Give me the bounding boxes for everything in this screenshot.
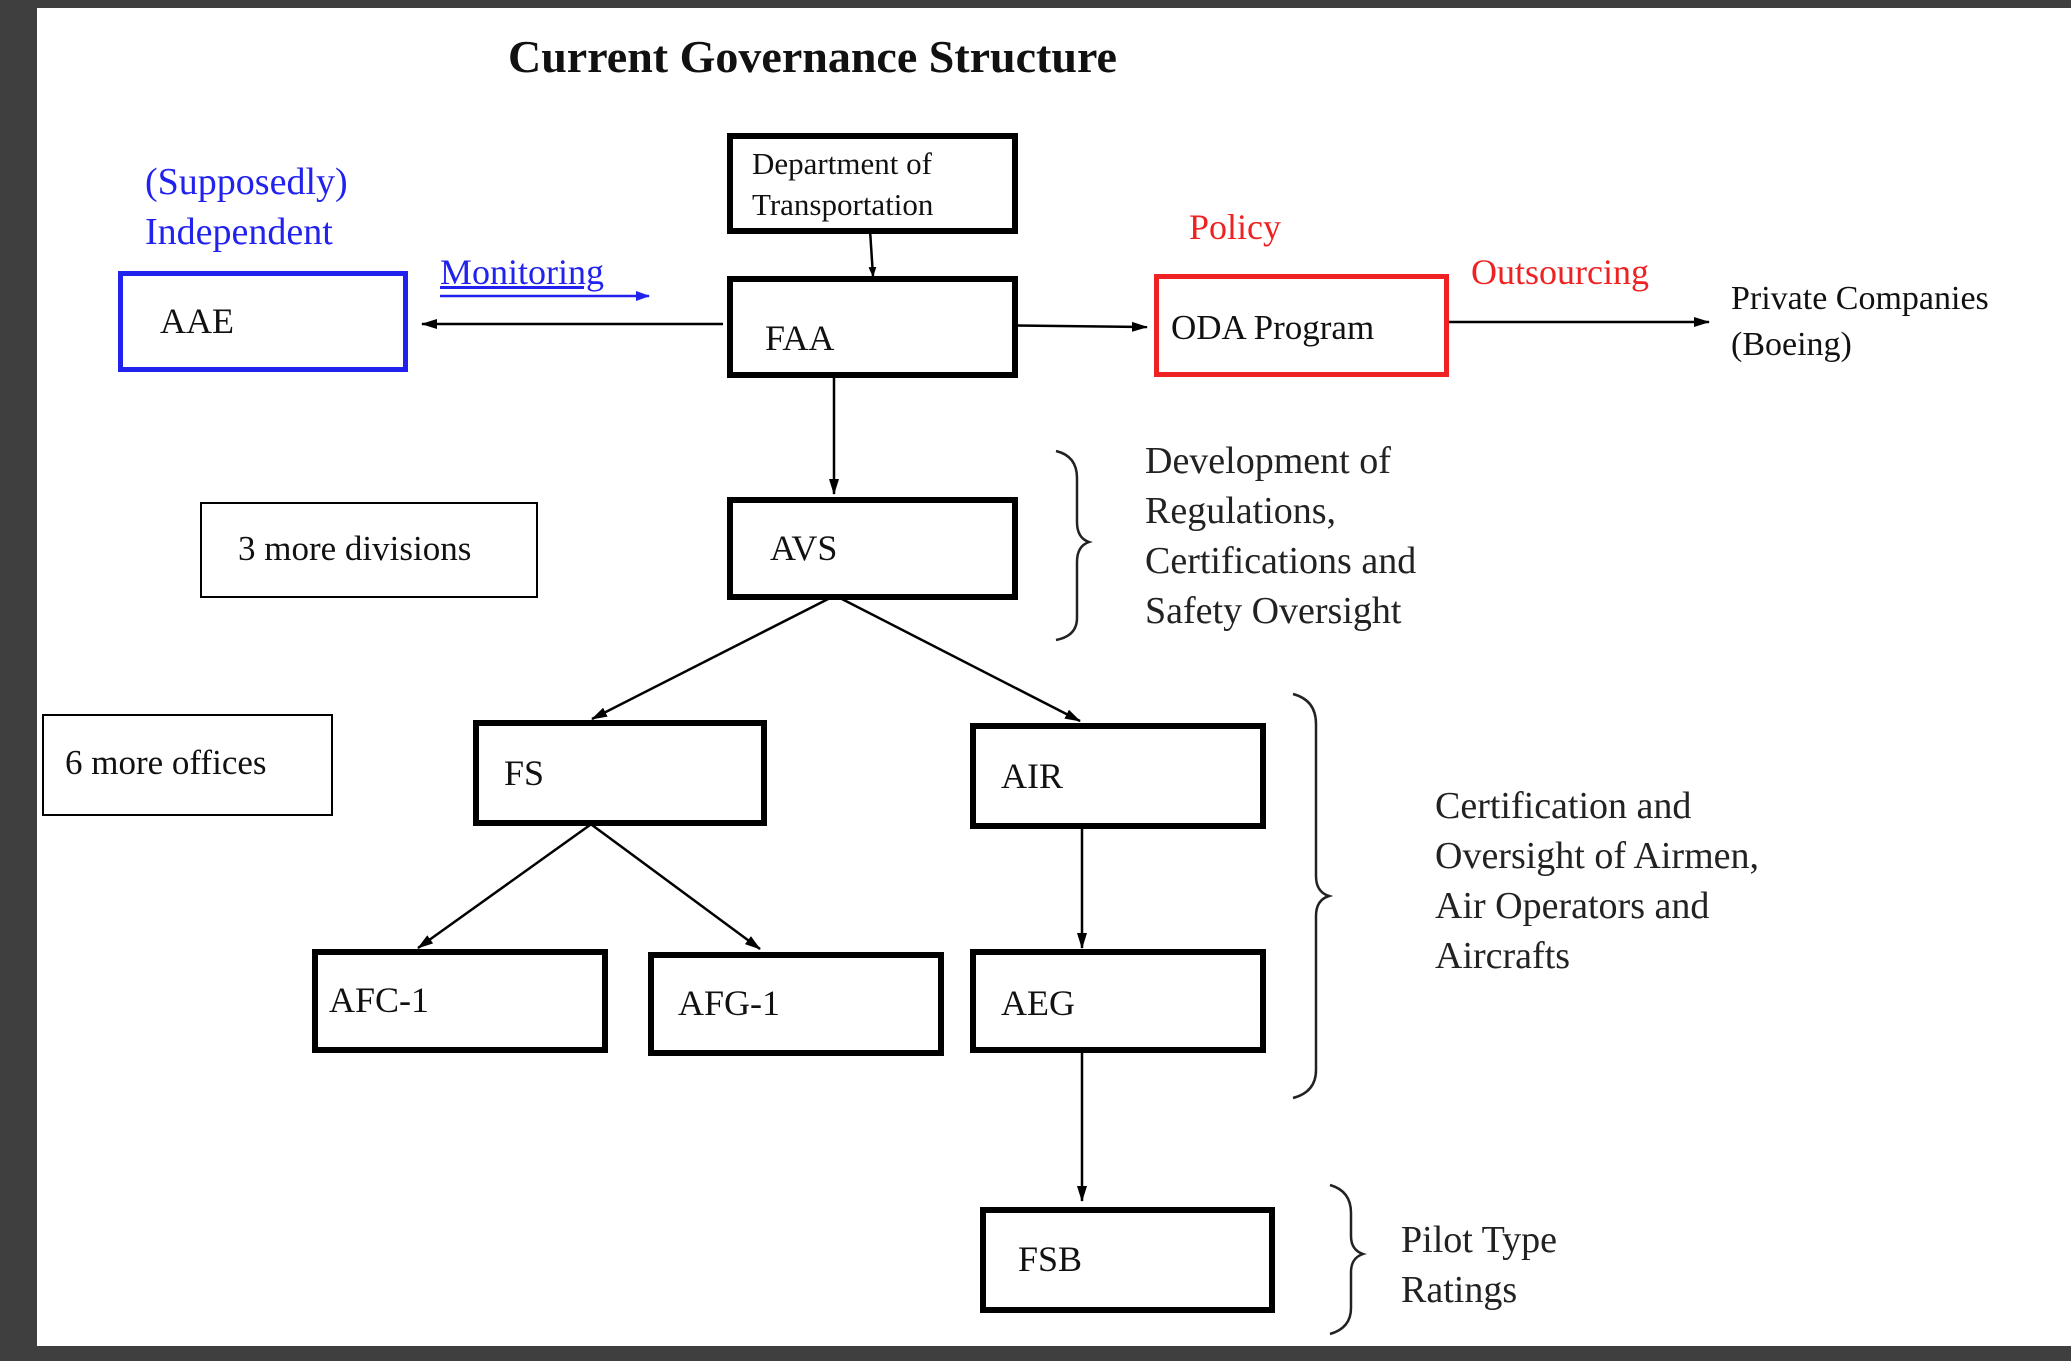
node-label: AVS [770,528,838,568]
diagram-title: Current Governance Structure [508,31,1117,82]
edge-dot-faa [868,229,877,277]
outsourcing-label: Outsourcing [1471,252,1649,292]
node-fs: FS [473,720,767,826]
monitoring-label: Monitoring [440,252,605,292]
policy-label: Policy [1189,207,1282,247]
node-department-of-transportation: Department of Transportation [727,133,1018,234]
diagram-canvas: Current Governance Structure (Supposedly… [37,8,2071,1346]
edge-fs-afg1 [591,823,761,951]
node-label: 3 more divisions [238,529,472,568]
node-aeg: AEG [970,949,1266,1053]
node-label: AIR [1001,756,1063,796]
node-label: Department of Transportation [752,146,934,222]
node-label: AAE [160,301,234,341]
annotation-cert-scope: Certification and Oversight of Airmen, A… [1435,785,1760,977]
node-aae: AAE [118,271,408,372]
node-faa: FAA [727,276,1018,378]
annotation-fsb-scope: Pilot Type Ratings [1401,1219,1558,1311]
node-fsb: FSB [980,1207,1275,1313]
independent-label: (Supposedly) Independent [145,161,348,253]
node-label: AEG [1001,983,1075,1023]
node-label: 6 more offices [65,743,267,782]
connector-layer [417,229,1710,1336]
node-label: FS [504,753,545,793]
node-6-more-offices: 6 more offices [42,714,333,816]
brace-fsb-scope [1329,1183,1367,1336]
node-air: AIR [970,723,1266,829]
node-3-more-divisions: 3 more divisions [200,502,538,598]
node-label: FSB [1018,1239,1083,1279]
brace-avs-scope [1055,449,1093,642]
node-avs: AVS [727,497,1018,600]
node-afg-1: AFG-1 [648,952,944,1056]
annotation-avs-scope: Development of Regulations, Certificatio… [1145,440,1417,632]
node-label: FAA [765,318,835,358]
node-label: AFG-1 [678,983,781,1023]
edge-avs-air [837,595,1081,723]
edge-avs-fs [591,595,833,721]
node-label: AFC-1 [329,980,430,1020]
node-oda-program: ODA Program [1154,274,1449,377]
edge-fs-afc1 [417,823,591,950]
brace-cert-scope [1292,692,1334,1100]
node-afc-1: AFC-1 [312,949,608,1053]
private-companies-label: Private Companies (Boeing) [1731,280,1989,363]
node-label: ODA Program [1171,308,1375,347]
